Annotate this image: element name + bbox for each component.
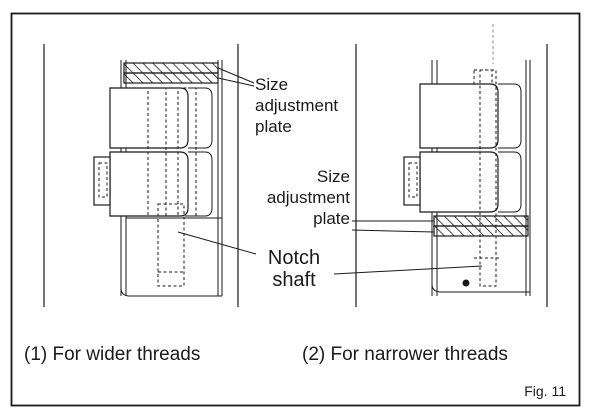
label-size-plate-right-line3: plate [313, 209, 350, 228]
right-notch-shaft [479, 69, 497, 287]
label-notch-line1: Notch [268, 247, 320, 269]
left-side-knob [93, 156, 111, 206]
label-size-plate-left-line1: Size [255, 75, 288, 94]
leader-notch-right [333, 265, 483, 275]
label-notch-line2: shaft [272, 269, 316, 291]
figure-frame [10, 12, 581, 407]
figure-number: Fig. 11 [524, 383, 566, 399]
leader-right-plate-2 [351, 229, 435, 233]
label-size-plate-left-line2: adjustment [255, 96, 338, 115]
leader-left-plate-2 [217, 77, 255, 87]
right-side-knob [403, 156, 421, 206]
leader-left-plate-1 [217, 67, 255, 84]
right-shaft-pin [462, 279, 470, 287]
label-size-plate-left-line3: plate [255, 117, 292, 136]
right-assembly [355, 24, 548, 307]
right-size-plate-top [433, 215, 529, 227]
right-size-plate-bottom [433, 225, 529, 237]
label-size-plate-right-line2: adjustment [267, 188, 350, 207]
left-size-plate-top [123, 62, 219, 74]
left-lower-block [109, 151, 189, 217]
right-lower-block [419, 151, 499, 213]
caption-narrower-threads: (2) For narrower threads [302, 344, 508, 365]
right-upper-block [419, 83, 499, 149]
leader-notch-left [177, 231, 257, 255]
left-assembly [43, 44, 239, 307]
caption-wider-threads: (1) For wider threads [24, 344, 200, 365]
left-upper-block [109, 87, 189, 149]
left-size-plate-bottom [123, 72, 219, 84]
left-notch-shaft [157, 203, 185, 287]
label-size-plate-right-line1: Size [317, 167, 350, 186]
